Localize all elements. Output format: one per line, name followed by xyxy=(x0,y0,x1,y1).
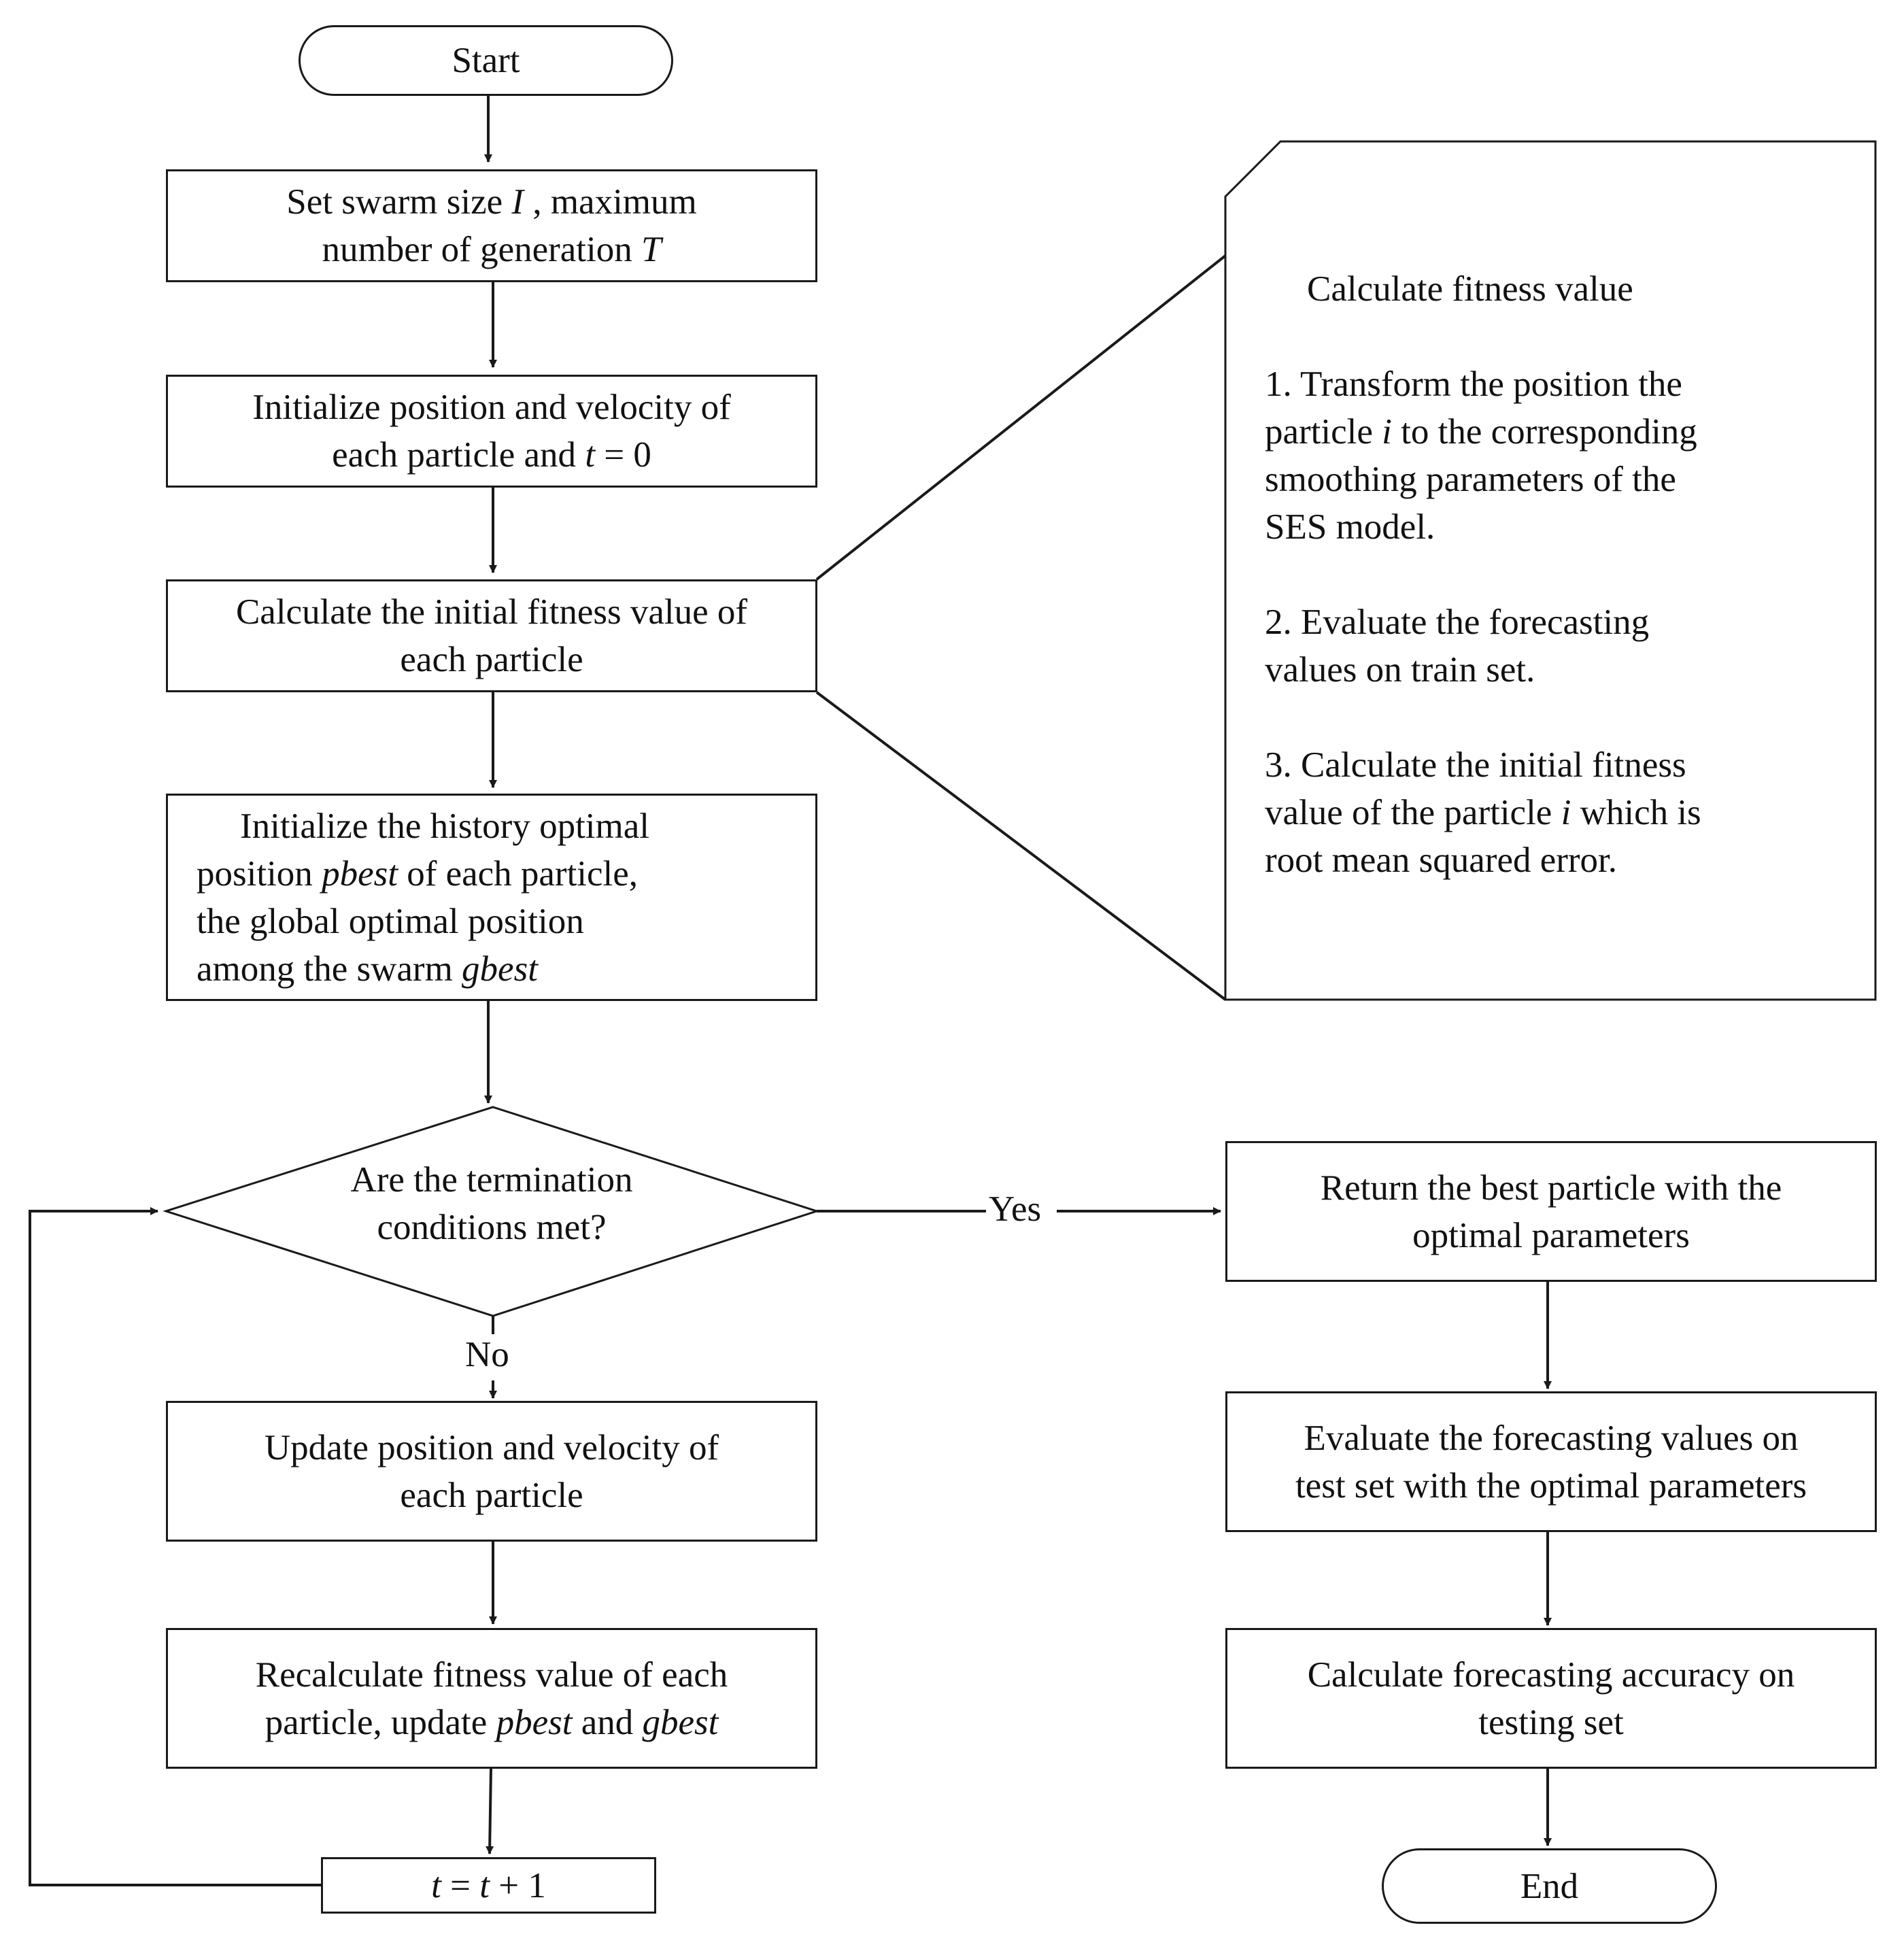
yes-edge-label: Yes xyxy=(986,1189,1044,1229)
calc-initial-line1: Calculate the initial fitness value of xyxy=(235,592,748,632)
update-line1: Update position and velocity of xyxy=(264,1427,719,1468)
calc-initial-fitness-box: Calculate the initial fitness value of e… xyxy=(166,579,817,692)
note-step2-line1: 2. Evaluate the forecasting xyxy=(1265,603,1650,642)
calc-accuracy-line2: testing set xyxy=(1478,1702,1624,1742)
init-history-line3: the global optimal position xyxy=(197,901,584,941)
recalc-line2: particle, update pbest and gbest xyxy=(265,1702,719,1742)
note-step1-line1: 1. Transform the position the xyxy=(1265,364,1682,404)
note-step1-line2: particle i to the corresponding xyxy=(1265,412,1697,452)
init-history-line4: among the swarm gbest xyxy=(197,949,538,989)
update-line2: each particle xyxy=(400,1475,583,1515)
init-history-box: Initialize the history optimal position … xyxy=(166,794,817,1001)
increment-label: t = t + 1 xyxy=(431,1865,546,1905)
end-label: End xyxy=(1520,1866,1579,1906)
calc-accuracy-line1: Calculate forecasting accuracy on xyxy=(1307,1655,1795,1695)
init-position-box: Initialize position and velocity of each… xyxy=(166,375,817,488)
increment-box: t = t + 1 xyxy=(321,1857,656,1914)
decision-diamond xyxy=(163,1106,820,1317)
note-step1-line4: SES model. xyxy=(1265,507,1435,547)
set-swarm-line2: number of generation T xyxy=(322,230,662,269)
recalc-fitness-box: Recalculate fitness value of each partic… xyxy=(166,1628,817,1769)
return-best-line1: Return the best particle with the xyxy=(1320,1168,1782,1208)
recalc-line1: Recalculate fitness value of each xyxy=(255,1655,728,1695)
start-label: Start xyxy=(452,41,520,80)
init-history-line2: position pbest of each particle, xyxy=(197,853,639,894)
fitness-callout-text: Calculate fitness value 1. Transform the… xyxy=(1265,141,1863,1002)
arrow-recalc-to-increment xyxy=(486,1767,494,1854)
calc-initial-line2: each particle xyxy=(400,640,583,679)
decision-line2: conditions met? xyxy=(377,1208,607,1247)
calc-accuracy-box: Calculate forecasting accuracy on testin… xyxy=(1225,1628,1877,1769)
note-step3-line2: value of the particle i which is xyxy=(1265,793,1701,832)
callout-line-top xyxy=(815,254,1227,581)
update-position-box: Update position and velocity of each par… xyxy=(166,1401,817,1542)
set-swarm-line1: Set swarm size I , maximum xyxy=(286,182,697,222)
note-title: Calculate fitness value xyxy=(1307,269,1633,309)
init-position-line1: Initialize position and velocity of xyxy=(252,388,731,427)
decision-label: Are the termination conditions met? xyxy=(166,1156,817,1251)
evaluate-test-line2: test set with the optimal parameters xyxy=(1295,1465,1807,1506)
callout-line-bottom xyxy=(815,691,1227,1001)
note-step1-line3: smoothing parameters of the xyxy=(1265,460,1676,499)
fitness-callout-note: Calculate fitness value 1. Transform the… xyxy=(1225,141,1882,1002)
evaluate-test-line1: Evaluate the forecasting values on xyxy=(1304,1418,1799,1458)
return-best-box: Return the best particle with the optima… xyxy=(1225,1141,1877,1282)
end-terminal: End xyxy=(1382,1848,1717,1924)
loop-back-arrow xyxy=(29,1207,321,1886)
note-step2-line2: values on train set. xyxy=(1265,650,1535,690)
return-best-line2: optimal parameters xyxy=(1412,1215,1690,1255)
init-history-line1: Initialize the history optimal xyxy=(240,806,649,846)
init-position-line2: each particle and t = 0 xyxy=(332,435,651,475)
no-edge-label: No xyxy=(462,1334,512,1375)
set-swarm-box: Set swarm size I , maximum number of gen… xyxy=(166,169,817,282)
start-terminal: Start xyxy=(299,25,673,96)
evaluate-test-box: Evaluate the forecasting values on test … xyxy=(1225,1391,1877,1532)
note-step3-line1: 3. Calculate the initial fitness xyxy=(1265,745,1686,785)
decision-line1: Are the termination xyxy=(350,1160,633,1200)
note-step3-line3: root mean squared error. xyxy=(1265,841,1618,880)
callout-note-border xyxy=(1224,140,1877,1001)
